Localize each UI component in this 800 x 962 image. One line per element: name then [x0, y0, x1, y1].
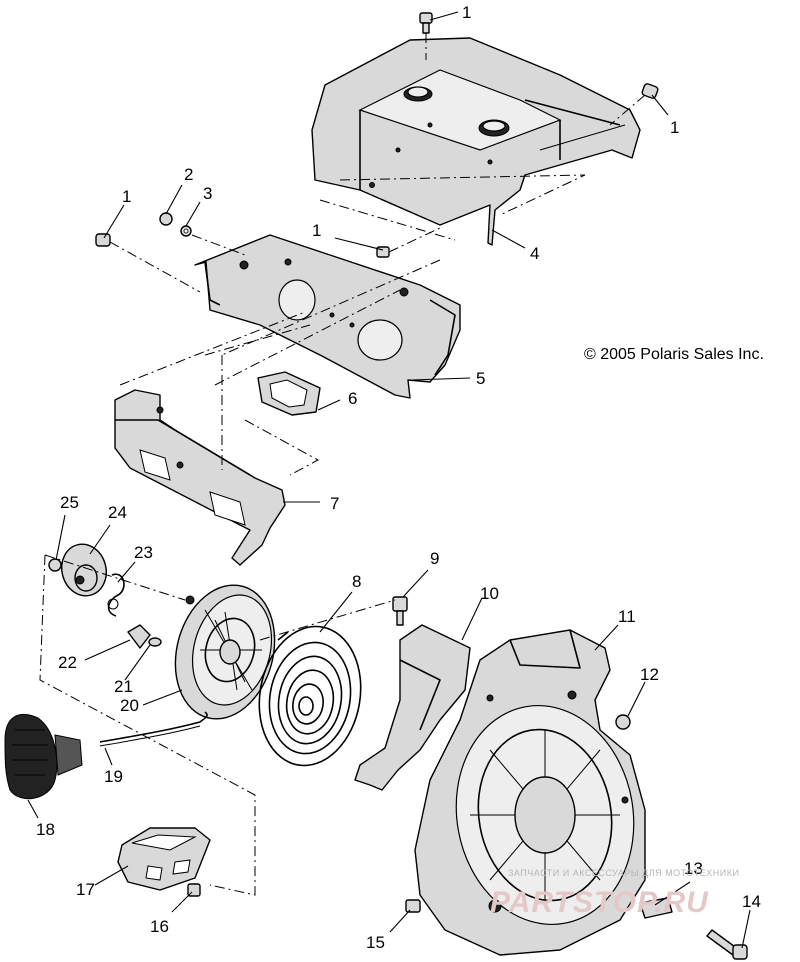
pawl-part-22 [127, 624, 151, 649]
bracket-part-10 [354, 624, 471, 791]
callout-6: 6 [348, 389, 357, 408]
nut-part-25 [48, 558, 62, 572]
fan-housing-part-11 [414, 629, 646, 956]
copyright-text: © 2005 Polaris Sales Inc. [584, 346, 764, 363]
callout-12: 12 [640, 665, 659, 684]
callout-7: 7 [330, 494, 339, 513]
hub-plate-part-24 [61, 543, 107, 597]
callout-24: 24 [108, 503, 127, 522]
lower-bracket-part-7 [114, 389, 286, 566]
washer-part-3 [180, 225, 192, 237]
callout-22: 22 [58, 653, 77, 672]
callout-1-middle: 1 [312, 221, 321, 240]
callout-5: 5 [476, 369, 485, 388]
watermark-tagline: ЗАПЧАСТИ И АКСЕССУАРЫ ДЛЯ МОТОТЕХНИКИ [508, 868, 739, 878]
bolt-right-part-1 [641, 83, 659, 99]
callout-1-right: 1 [670, 118, 679, 137]
callout-19: 19 [104, 767, 123, 786]
callout-23: 23 [134, 543, 153, 562]
callout-10: 10 [480, 584, 499, 603]
recoil-spring-part-8 [258, 625, 362, 767]
callout-3: 3 [203, 184, 212, 203]
callout-16: 16 [150, 917, 169, 936]
callout-4: 4 [530, 244, 539, 263]
bolt-part-9 [392, 596, 408, 626]
callout-1-top: 1 [462, 3, 471, 22]
callout-8: 8 [352, 572, 361, 591]
watermark-logo: PARTSTOP.RU [490, 886, 709, 919]
callout-18: 18 [36, 820, 55, 839]
callout-9: 9 [430, 549, 439, 568]
leader-lines [27, 11, 751, 949]
upper-shroud-part-4 [311, 37, 641, 246]
bolt-left-part-1 [95, 233, 111, 247]
callout-25: 25 [60, 493, 79, 512]
callout-17: 17 [76, 880, 95, 899]
starter-rope-part-19 [99, 711, 208, 747]
starter-handle-part-18 [4, 714, 83, 800]
callout-2: 2 [184, 165, 193, 184]
nut-part-12 [615, 714, 631, 730]
mounting-bracket-part-5 [194, 234, 461, 399]
callout-15: 15 [366, 933, 385, 952]
nut-part-2 [159, 212, 173, 226]
callout-20: 20 [120, 696, 139, 715]
recoil-pulley-part-20 [174, 584, 276, 720]
gasket-part-6 [257, 371, 321, 416]
callout-labels: 1 1 1 2 3 1 4 5 6 7 25 24 23 22 21 20 19… [36, 3, 761, 952]
callout-1-left: 1 [122, 187, 131, 206]
pin-part-21 [148, 637, 162, 647]
bolt-top-part-1 [419, 12, 433, 34]
callout-11: 11 [618, 607, 636, 626]
callout-14: 14 [742, 892, 761, 911]
cup-part-17 [117, 827, 211, 891]
clip-part-13 [639, 897, 673, 919]
callout-13: 13 [684, 859, 703, 878]
callout-21: 21 [114, 677, 133, 696]
bolt-part-15 [405, 899, 421, 913]
spring-clip-part-23 [107, 573, 125, 617]
bolt-part-14 [706, 929, 748, 960]
